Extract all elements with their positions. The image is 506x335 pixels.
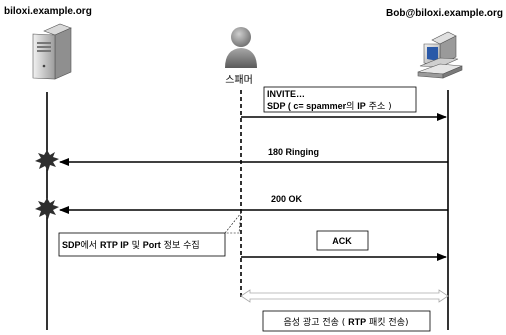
server-icon xyxy=(32,23,72,80)
invite-label: INVITE… xyxy=(267,89,305,99)
ack-label: ACK xyxy=(332,236,352,246)
invite-box xyxy=(263,86,417,113)
transfer-note-box xyxy=(262,310,431,332)
spammer-label: 스패머 xyxy=(225,74,253,86)
transfer-note-text: 음성 광고 전송 ( RTP 패킷 전송) xyxy=(284,316,409,328)
person-icon xyxy=(225,27,257,68)
ack-box xyxy=(316,230,369,251)
right-host-label: Bob@biloxi.example.org xyxy=(386,8,503,19)
invite-sdp-label: SDP ( c= spammer의 IP 주소 ) xyxy=(267,101,392,112)
rtp-media-arrow xyxy=(240,289,449,303)
collect-note-text: SDP에서 RTP IP 및 Port 정보 수집 xyxy=(62,239,200,251)
computer-icon xyxy=(417,31,463,79)
left-host-label: biloxi.example.org xyxy=(4,6,92,17)
note-callout xyxy=(224,212,242,234)
collect-note-box xyxy=(58,232,226,257)
ok-label: 200 OK xyxy=(271,194,303,204)
explosion-icon xyxy=(35,198,59,219)
ringing-label: 180 Ringing xyxy=(268,147,319,157)
explosion-icon xyxy=(35,150,59,171)
